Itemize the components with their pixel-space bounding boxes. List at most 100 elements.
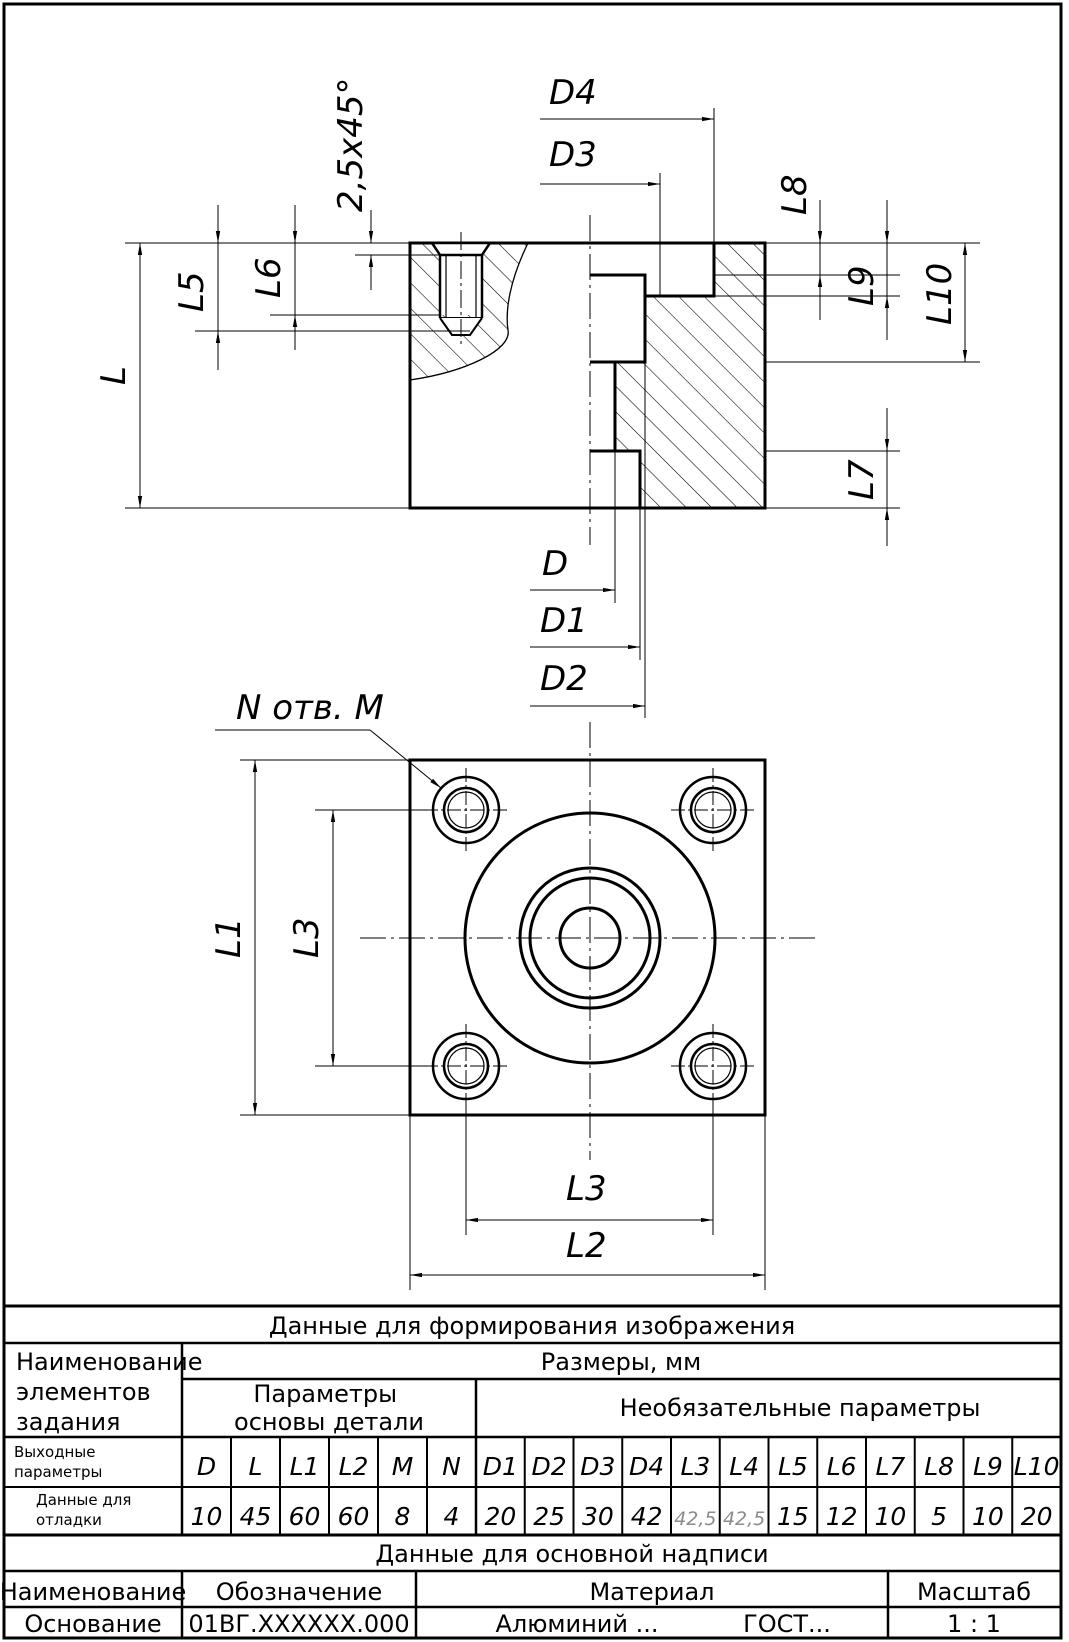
param-value-n: 4 xyxy=(444,1502,460,1531)
dim-l2-label: L2 xyxy=(566,1226,607,1266)
dim-chamfer-label: 2,5x45° xyxy=(331,78,371,212)
param-name-l6: L6 xyxy=(827,1452,857,1481)
debug-data-label: Данные для отладки xyxy=(36,1491,136,1529)
dim-d1-label: D1 xyxy=(540,601,588,641)
param-name-l9: L9 xyxy=(973,1452,1003,1481)
param-name-d1: D1 xyxy=(483,1452,518,1481)
elements-header-l3: задания xyxy=(16,1408,121,1436)
counterbore-circle xyxy=(518,866,662,1010)
dim-d-label: D xyxy=(542,544,568,584)
param-name-l10: L10 xyxy=(1014,1452,1060,1481)
param-value-m: 8 xyxy=(395,1502,411,1531)
elements-header: Наименование элементов задания xyxy=(16,1348,210,1436)
param-value-l3: 42,5 xyxy=(674,1508,716,1530)
elements-header-l1: Наименование xyxy=(16,1348,203,1376)
optional-params-header: Необязательные параметры xyxy=(620,1394,981,1422)
param-value-d3: 30 xyxy=(582,1502,614,1531)
extension-lines xyxy=(125,108,980,718)
designation-header: Обозначение xyxy=(216,1578,383,1606)
break-line xyxy=(409,242,529,381)
base-params-header: Параметры основы детали xyxy=(234,1380,424,1436)
param-name-d4: D4 xyxy=(629,1452,664,1481)
param-name-l8: L8 xyxy=(924,1452,954,1481)
hole-centerlines xyxy=(424,768,755,1108)
scale-value: 1 : 1 xyxy=(947,1610,1001,1638)
dim-d3-label: D3 xyxy=(549,135,597,175)
bore-circle xyxy=(558,906,622,970)
parameter-cells: D10L45L160L260M8N4D120D225D330D442L342,5… xyxy=(191,1452,1060,1531)
param-value-l: 45 xyxy=(240,1502,272,1531)
elements-header-l2: элементов xyxy=(16,1378,151,1406)
dimension-lines-section xyxy=(137,116,968,709)
param-name-d: D xyxy=(197,1452,216,1481)
sizes-header: Размеры, мм xyxy=(541,1348,701,1376)
param-name-l3: L3 xyxy=(680,1452,710,1481)
dim-l3-vertical-label: L3 xyxy=(287,917,327,958)
extension-lines-plan xyxy=(240,759,766,1290)
counterbore-inner-circle xyxy=(528,876,652,1000)
param-name-m: M xyxy=(392,1452,414,1481)
param-value-l10: 20 xyxy=(1021,1502,1053,1531)
param-value-d2: 25 xyxy=(533,1502,565,1531)
parameter-column-lines xyxy=(230,1437,1014,1535)
designation-value: 01ВГ.XXXXXX.000 xyxy=(188,1610,409,1638)
base-params-header-l2: основы детали xyxy=(234,1408,424,1436)
dim-l8-label: L8 xyxy=(775,174,815,215)
holes-leader-label: N отв. M xyxy=(236,688,384,728)
table-title: Данные для формирования изображения xyxy=(269,1312,795,1340)
name-value: Основание xyxy=(24,1610,161,1638)
param-name-l: L xyxy=(249,1452,263,1481)
param-value-l8: 5 xyxy=(931,1502,947,1531)
param-name-l5: L5 xyxy=(778,1452,808,1481)
dim-l3-horizontal-label: L3 xyxy=(566,1169,607,1209)
debug-data-label-l2: отладки xyxy=(36,1511,102,1529)
dim-l9-label: L9 xyxy=(842,265,882,306)
outer-boss-circle xyxy=(463,811,717,1065)
param-value-l7: 10 xyxy=(874,1502,906,1531)
param-name-l2: L2 xyxy=(339,1452,369,1481)
dim-d2-label: D2 xyxy=(540,659,588,699)
dim-l-label: L xyxy=(94,366,134,385)
param-name-n: N xyxy=(442,1452,461,1481)
plan-view: N отв. M L1 L3 L3 L2 xyxy=(209,688,820,1290)
base-params-header-l1: Параметры xyxy=(253,1380,397,1408)
param-value-d: 10 xyxy=(191,1502,223,1531)
section-view: D4 D3 2,5x45° L5 L6 L L8 L9 L10 L7 D D1 … xyxy=(94,73,980,718)
param-name-l7: L7 xyxy=(875,1452,905,1481)
param-value-l4: 42,5 xyxy=(723,1508,765,1530)
dimension-lines-plan xyxy=(215,729,765,1278)
title-block-header: Данные для основной надписи xyxy=(375,1540,768,1568)
material-header: Материал xyxy=(589,1578,714,1606)
parameter-table: Данные для формирования изображения Разм… xyxy=(0,1304,1061,1638)
param-name-d2: D2 xyxy=(532,1452,567,1481)
dim-l6-label: L6 xyxy=(249,257,289,298)
param-name-l1: L1 xyxy=(290,1452,320,1481)
param-value-d1: 20 xyxy=(484,1502,516,1531)
material-value: Алюминий ... xyxy=(495,1610,658,1638)
gost-value: ГОСТ... xyxy=(743,1610,831,1638)
param-value-l5: 15 xyxy=(777,1502,809,1531)
debug-data-label-l1: Данные для xyxy=(36,1491,131,1509)
param-name-l4: L4 xyxy=(729,1452,759,1481)
param-value-d4: 42 xyxy=(631,1502,663,1531)
dim-l7-label: L7 xyxy=(842,459,882,500)
dim-l10-label: L10 xyxy=(920,263,960,325)
param-value-l9: 10 xyxy=(972,1502,1004,1531)
name-header: Наименование xyxy=(0,1578,186,1606)
param-value-l6: 12 xyxy=(826,1502,858,1531)
threaded-hole xyxy=(429,232,493,345)
part-outline-section xyxy=(408,241,767,510)
param-value-l1: 60 xyxy=(289,1502,321,1531)
output-params-label: Выходные параметры xyxy=(14,1443,102,1481)
param-value-l2: 60 xyxy=(338,1502,370,1531)
scale-header: Масштаб xyxy=(917,1578,1031,1606)
output-params-label-l1: Выходные xyxy=(14,1443,95,1461)
dim-l5-label: L5 xyxy=(172,271,212,312)
dim-l1-label: L1 xyxy=(209,917,249,958)
dim-d4-label: D4 xyxy=(549,73,597,113)
output-params-label-l2: параметры xyxy=(14,1463,102,1481)
hatch-right xyxy=(615,243,765,508)
param-name-d3: D3 xyxy=(580,1452,615,1481)
